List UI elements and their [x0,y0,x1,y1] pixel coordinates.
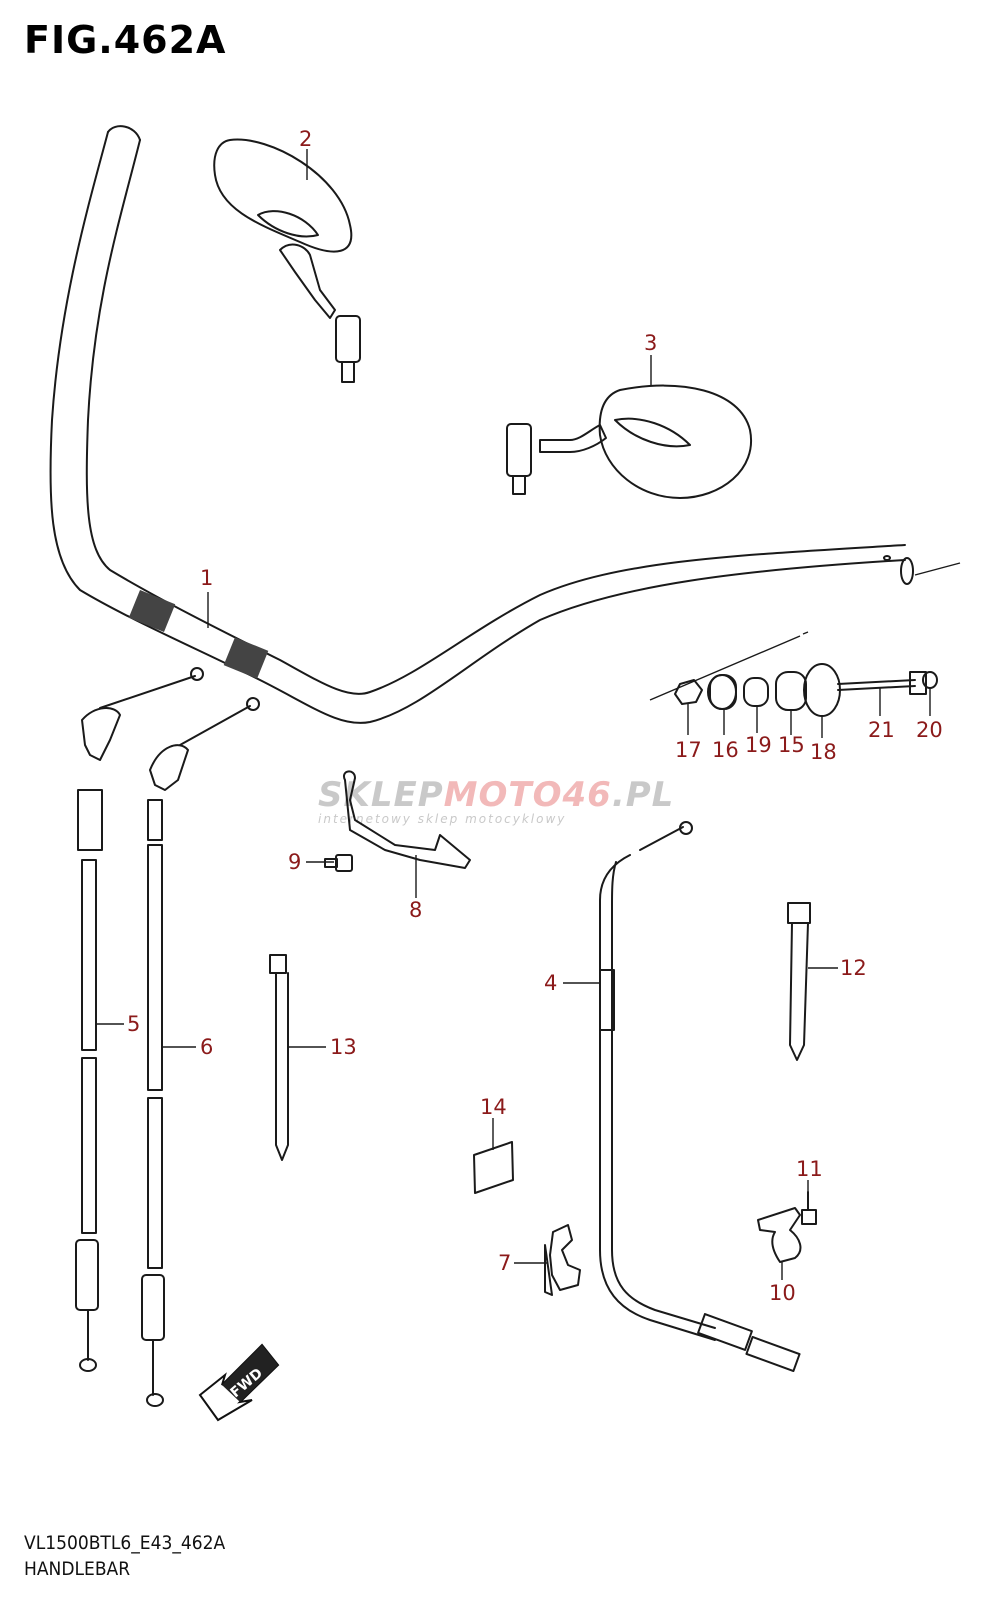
watermark-tagline: internetowy sklep motocyklowy [318,812,567,826]
callout-6: 6 [200,1035,213,1059]
part-label-14[interactable] [473,1141,514,1194]
callout-11: 11 [796,1157,823,1181]
leader-lines [96,149,931,1280]
callout-16: 16 [712,738,739,762]
part-throttle-cable-5[interactable] [75,667,204,1372]
part-clamp-10[interactable] [757,1207,802,1263]
callout-8: 8 [409,898,422,922]
model-code: VL1500BTL6_E43_462A [24,1532,226,1554]
part-clutch-cable-4[interactable] [599,821,801,1373]
part-clamp-7[interactable] [544,1224,581,1296]
callout-13: 13 [330,1035,357,1059]
callout-3: 3 [644,331,657,355]
callout-18: 18 [810,740,837,764]
callout-9: 9 [288,850,301,874]
part-bolt-11[interactable] [801,1191,817,1225]
part-mirror-right[interactable] [506,384,753,499]
callout-15: 15 [778,733,805,757]
watermark-brand-gray: SKLEP [318,775,444,815]
part-mirror-left[interactable] [213,138,361,383]
figure-caption: HANDLEBAR [24,1558,131,1580]
callout-7: 7 [498,1251,511,1275]
callout-14: 14 [480,1095,507,1119]
watermark-brand-tail: .PL [611,775,675,815]
callout-2: 2 [299,127,312,151]
part-throttle-cable-6[interactable] [141,697,260,1407]
callout-12: 12 [840,956,867,980]
figure-title: FIG.462A [24,18,227,62]
callout-1: 1 [200,566,213,590]
part-mount-hardware[interactable] [674,663,938,717]
callout-21: 21 [868,718,895,742]
callout-4: 4 [544,971,557,995]
callout-10: 10 [769,1281,796,1305]
callout-20: 20 [916,718,943,742]
part-cable-tie-12[interactable] [787,902,811,1061]
watermark-brand: SKLEPMOTO46.PL [318,775,674,815]
part-cable-tie-13[interactable] [269,954,289,1161]
part-bracket-8[interactable] [343,770,471,869]
callout-5: 5 [127,1012,140,1036]
fwd-arrow-icon: FWD [198,1343,280,1422]
callout-19: 19 [745,733,772,757]
part-handlebar[interactable] [49,125,961,724]
part-bolt-9[interactable] [324,854,353,872]
watermark-brand-red: MOTO46 [443,775,612,815]
callout-17: 17 [675,738,702,762]
